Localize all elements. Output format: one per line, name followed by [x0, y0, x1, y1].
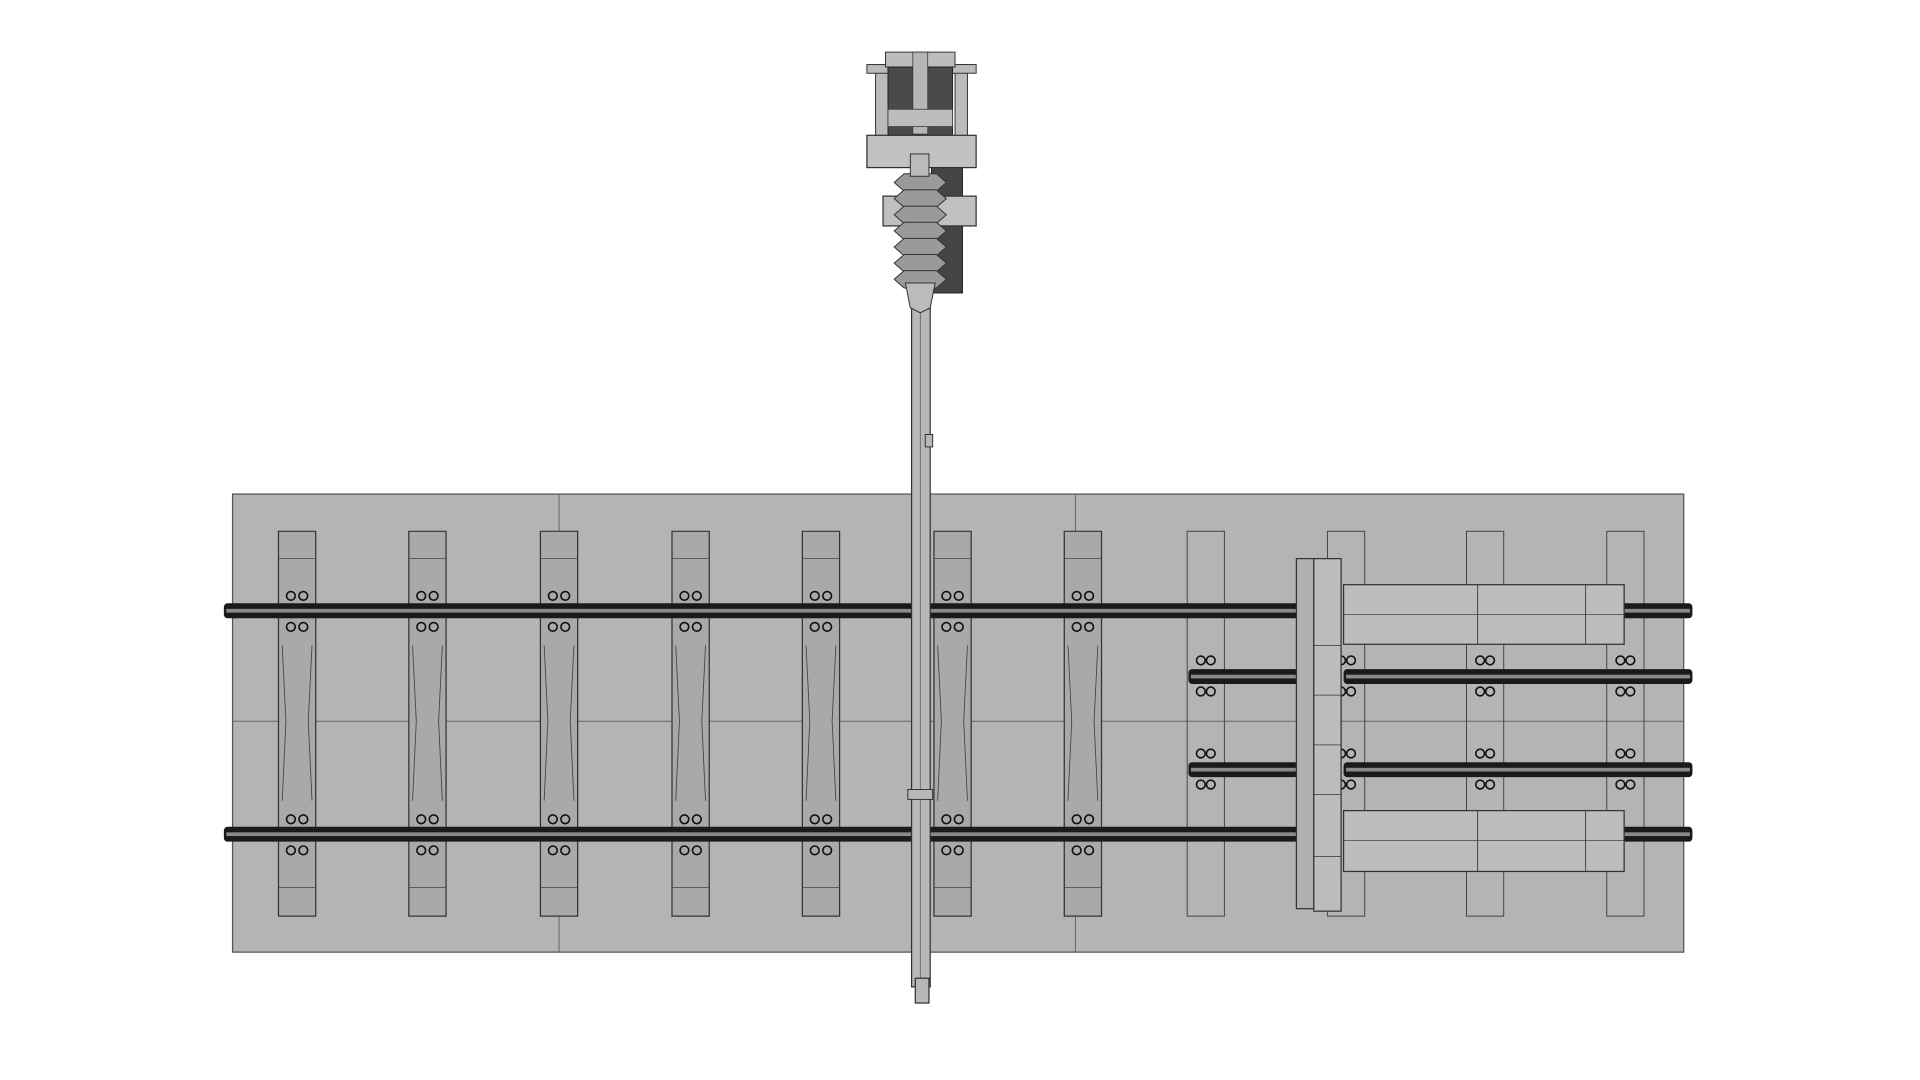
buffer-cylinder-top: [1342, 584, 1625, 645]
rail-fastener: [1615, 779, 1636, 790]
rail-fastener: [809, 621, 833, 633]
rail-fastener: [285, 621, 309, 633]
rail-fastener: [1615, 655, 1636, 666]
bellows: [893, 173, 948, 289]
rail-fastener: [547, 845, 571, 856]
rail-fastener: [941, 621, 964, 633]
rail-fastener: [941, 814, 964, 825]
rail-fastener: [1195, 748, 1216, 759]
rail-fastener: [547, 814, 571, 825]
rail-outer-bottom-end: [1621, 826, 1693, 842]
sleepers: [277, 530, 1645, 917]
rail-fastener: [285, 590, 309, 602]
sleeper: [1465, 530, 1505, 917]
rail-fastener: [1195, 686, 1216, 697]
sleeper: [408, 530, 447, 917]
rail-fastener: [679, 845, 702, 856]
buffer-cylinder-bottom: [1342, 810, 1625, 873]
rail-fastener: [1615, 748, 1636, 759]
rail-inner-bottom: [1188, 762, 1299, 778]
rail-fastener: [416, 621, 439, 633]
rail-fastener: [416, 845, 439, 856]
rail-fastener: [941, 590, 964, 602]
rail-fastener: [416, 590, 439, 602]
bellows-fold: [893, 253, 948, 273]
signal-head: [866, 51, 977, 314]
bellows-fold: [893, 189, 948, 208]
sleeper: [539, 530, 579, 917]
rail-fastener: [416, 814, 439, 825]
rail-outer-bottom: [223, 826, 1299, 842]
rail-fastener: [1071, 590, 1095, 602]
rail-fastener: [1071, 814, 1095, 825]
rail-fastener: [285, 814, 309, 825]
bellows-fold: [893, 205, 948, 224]
rail-fastener: [1474, 655, 1496, 666]
rail-fastener: [1474, 748, 1496, 759]
bellows-fold: [893, 237, 948, 257]
rail-fastener: [679, 590, 702, 602]
rail-fastener: [547, 590, 571, 602]
rail-fastener: [1615, 686, 1636, 697]
sleeper: [801, 530, 841, 917]
sleeper: [277, 530, 317, 917]
rail-inner-top: [1188, 669, 1299, 684]
rail-fastener: [1071, 621, 1095, 633]
pole-foot: [914, 977, 930, 1004]
rails: [223, 603, 1693, 842]
sleeper: [671, 530, 710, 917]
rail-fastener: [809, 814, 833, 825]
rail-fastener: [809, 845, 833, 856]
bellows-fold: [893, 221, 948, 241]
rail-fastener: [285, 845, 309, 856]
rail-fastener: [1474, 779, 1496, 790]
rail-inner-top-right: [1343, 669, 1693, 684]
rail-fastener: [1195, 779, 1216, 790]
sleeper: [1606, 530, 1645, 917]
rail-fastener: [679, 621, 702, 633]
sleeper: [1186, 530, 1225, 917]
rail-fastener: [1474, 686, 1496, 697]
rail-fastener: [547, 621, 571, 633]
rail-fastener: [1195, 655, 1216, 666]
rail-outer-top: [223, 603, 1299, 619]
rail-fastener: [679, 814, 702, 825]
signal-post: [866, 51, 977, 1004]
buffer-stop: [1295, 558, 1625, 912]
signal-pole: [910, 303, 931, 988]
rail-outer-top-end: [1621, 603, 1693, 619]
rail-fastener: [941, 845, 964, 856]
rail-fastener: [809, 590, 833, 602]
sleeper: [933, 530, 972, 917]
rail-fastener: [1071, 845, 1095, 856]
sleeper: [1063, 530, 1103, 917]
rail-inner-bottom-right: [1343, 762, 1693, 778]
